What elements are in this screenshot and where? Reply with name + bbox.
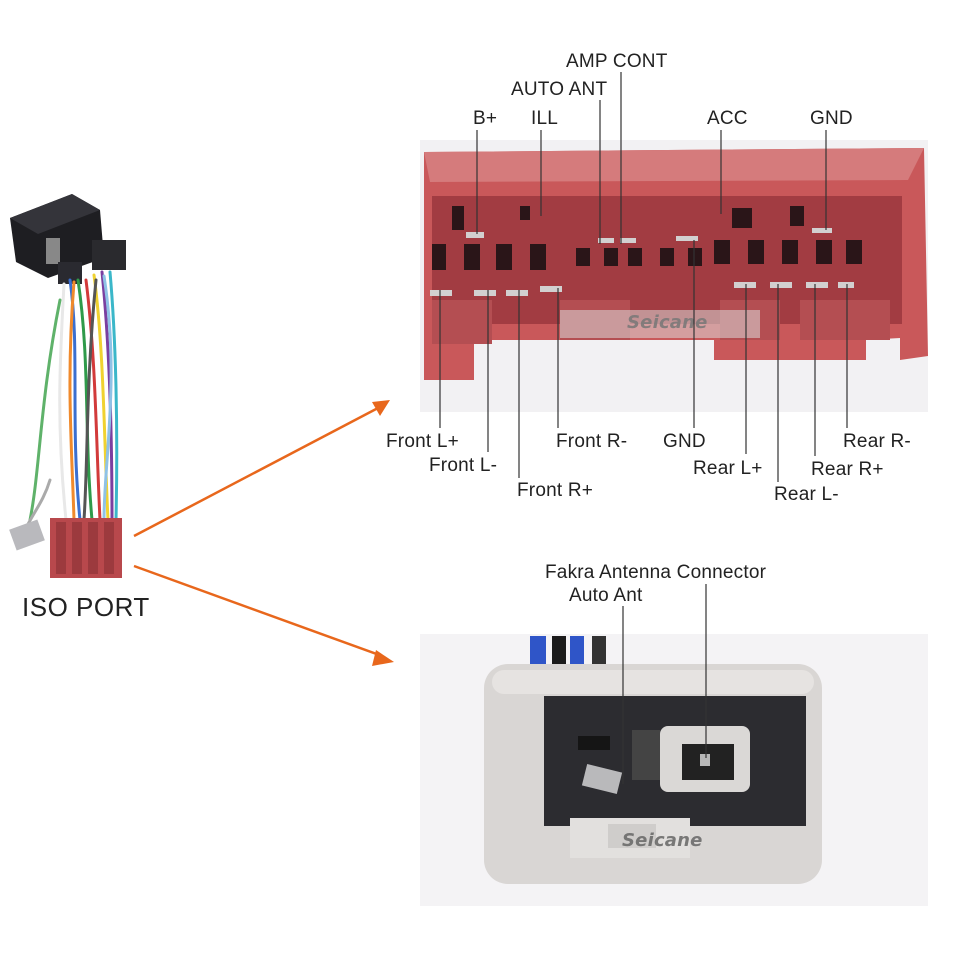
label-fakra: Fakra Antenna Connector	[545, 562, 767, 583]
label-rear-r-minus: Rear R-	[843, 431, 911, 452]
antenna-plug	[46, 238, 60, 264]
label-ill: ILL	[531, 108, 559, 129]
label-auto-ant-lower: Auto Ant	[569, 585, 643, 606]
black-plug	[92, 240, 126, 270]
label-front-l-plus: Front L+	[386, 431, 459, 452]
antenna-watermark: Seicane	[622, 830, 703, 851]
label-rear-l-minus: Rear L-	[774, 484, 839, 505]
label-gnd-bottom: GND	[663, 431, 706, 452]
label-acc: ACC	[707, 108, 748, 129]
iso-plug	[50, 518, 122, 578]
iso-watermark: Seicane	[627, 312, 708, 333]
label-rear-r-plus: Rear R+	[811, 459, 884, 480]
label-front-r-minus: Front R-	[556, 431, 628, 452]
label-front-l-minus: Front L-	[429, 455, 498, 476]
grey-plug	[9, 519, 45, 551]
label-rear-l-plus: Rear L+	[693, 458, 763, 479]
label-front-r-plus: Front R+	[517, 480, 594, 501]
iso-port-label: ISO PORT	[22, 592, 150, 622]
wire-bundle	[24, 270, 119, 530]
label-auto-ant: AUTO ANT	[511, 79, 608, 100]
can-bus-box	[10, 194, 104, 278]
label-amp-cont: AMP CONT	[566, 51, 668, 72]
label-b-plus: B+	[473, 108, 498, 129]
arrows	[133, 400, 394, 666]
label-gnd-top: GND	[810, 108, 853, 129]
